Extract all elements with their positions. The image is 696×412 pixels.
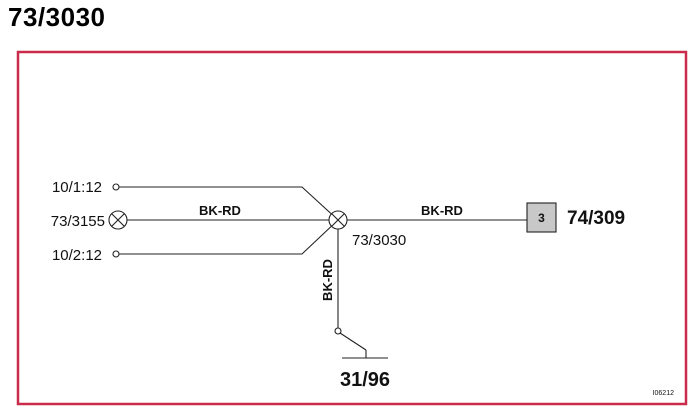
connector-box — [526, 202, 557, 233]
page-title: 73/3030 — [8, 2, 106, 32]
diagram-frame — [16, 50, 688, 406]
connector-label-right: 74/309 — [567, 208, 625, 229]
terminal-ground — [334, 327, 342, 335]
connector-label-left-bottom: 10/2:12 — [52, 247, 102, 264]
wire-left-top — [119, 186, 339, 221]
splice-icon-center — [328, 210, 348, 230]
pin-number: 3 — [538, 211, 545, 225]
connector-label-left-top: 10/1:12 — [52, 179, 102, 196]
ground-lever — [339, 332, 367, 351]
connector-label-center: 73/3030 — [352, 232, 406, 249]
wires — [119, 186, 527, 359]
wire-color-label-down: BK-RD — [320, 259, 335, 301]
splice-icon-left — [108, 210, 128, 230]
drawing-code: I06212 — [653, 390, 675, 397]
connector-label-left-mid: 73/3155 — [51, 213, 105, 230]
connector-label-bottom: 31/96 — [340, 369, 390, 391]
terminal-left-top — [112, 183, 120, 191]
wire-color-label-left: BK-RD — [199, 203, 241, 218]
wire-color-label-right: BK-RD — [421, 203, 463, 218]
terminal-left-bottom — [112, 250, 120, 258]
wire-left-bottom — [119, 219, 339, 255]
